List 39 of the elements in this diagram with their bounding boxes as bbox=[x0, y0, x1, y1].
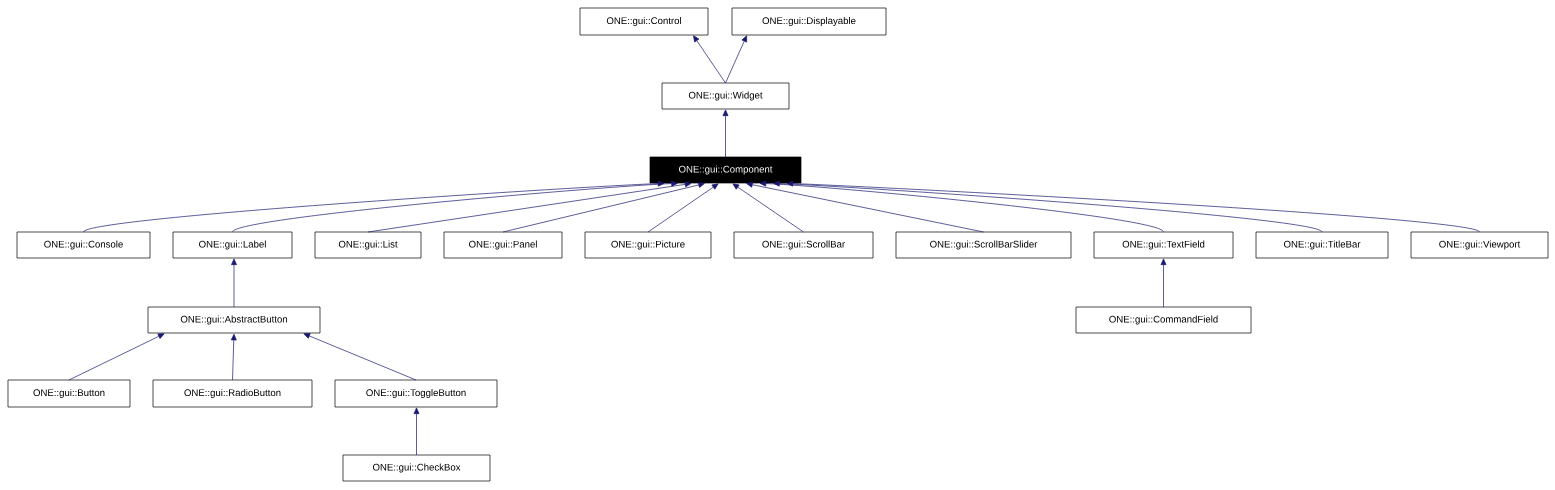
class-box: ONE::gui::CheckBox bbox=[342, 454, 491, 482]
class-box: ONE::gui::ToggleButton bbox=[334, 379, 498, 408]
class-box: ONE::gui::Button bbox=[7, 379, 131, 408]
class-box: ONE::gui::TextField bbox=[1093, 231, 1234, 259]
class-box: ONE::gui::ScrollBarSlider bbox=[895, 231, 1072, 259]
class-box: ONE::gui::Label bbox=[172, 231, 293, 259]
arrow bbox=[502, 182, 705, 233]
arrow bbox=[303, 333, 417, 381]
arrow bbox=[231, 258, 237, 308]
arrow bbox=[732, 183, 804, 233]
arrow bbox=[786, 180, 1480, 233]
arrow bbox=[367, 181, 692, 233]
arrow bbox=[1160, 258, 1167, 308]
arrow bbox=[232, 180, 678, 233]
class-box: ONE::gui::Console bbox=[16, 231, 151, 259]
class-box: ONE::gui::List bbox=[314, 231, 422, 259]
class-box: ONE::gui::RadioButton bbox=[152, 379, 313, 408]
arrow bbox=[83, 180, 665, 233]
arrow bbox=[722, 109, 729, 158]
class-box: ONE::gui::Panel bbox=[443, 231, 563, 259]
class-box: ONE::gui::Picture bbox=[584, 231, 712, 259]
class-box: ONE::gui::TitleBar bbox=[1255, 231, 1389, 259]
class-box: ONE::gui::Viewport bbox=[1410, 231, 1549, 259]
class-box: ONE::gui::ScrollBar bbox=[733, 231, 874, 259]
class-box: ONE::gui::AbstractButton bbox=[147, 306, 321, 334]
arrow bbox=[725, 35, 747, 84]
arrow bbox=[759, 180, 1164, 233]
class-box: ONE::gui::Control bbox=[579, 7, 709, 36]
class-box: ONE::gui::Component bbox=[649, 156, 802, 184]
class-box: ONE::gui::Widget bbox=[661, 82, 790, 110]
arrow bbox=[693, 35, 726, 84]
class-box: ONE::gui::Displayable bbox=[731, 7, 887, 36]
arrow bbox=[68, 333, 165, 381]
arrow bbox=[230, 333, 237, 381]
arrow bbox=[746, 181, 984, 233]
arrow bbox=[413, 407, 420, 456]
arrow bbox=[647, 183, 719, 233]
class-box: ONE::gui::CommandField bbox=[1075, 306, 1252, 334]
arrow bbox=[773, 180, 1323, 233]
